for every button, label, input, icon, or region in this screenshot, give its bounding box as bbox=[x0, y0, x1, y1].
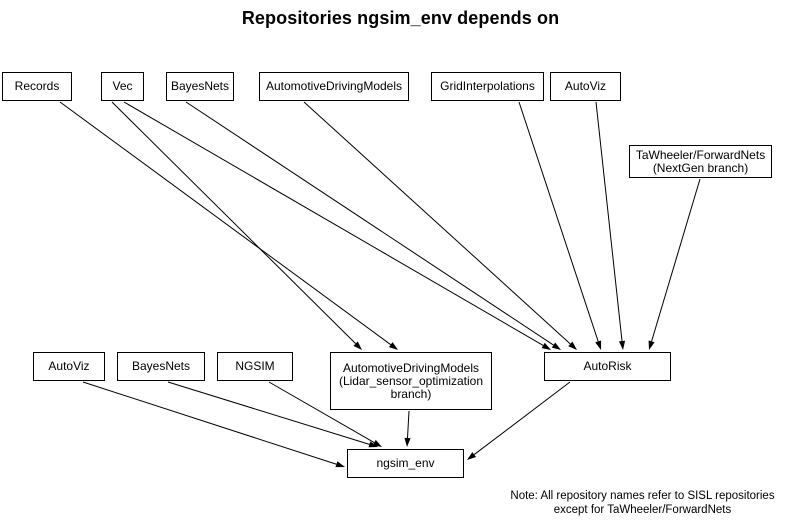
edge-ngsim-to-ngsim_env bbox=[268, 381, 382, 447]
edge-vec-to-adm_lidar bbox=[111, 101, 362, 350]
node-autorisk[interactable]: AutoRisk bbox=[544, 352, 671, 381]
edge-bayesnets_top-to-autorisk bbox=[185, 101, 561, 350]
edge-records-to-adm_lidar bbox=[59, 101, 398, 350]
node-autoviz_top[interactable]: AutoViz bbox=[550, 72, 621, 101]
node-bayesnets_mid[interactable]: BayesNets bbox=[117, 352, 205, 381]
edge-autorisk-to-ngsim_env bbox=[467, 381, 571, 460]
node-adm_lidar[interactable]: AutomotiveDrivingModels (Lidar_sensor_op… bbox=[330, 352, 492, 410]
edge-vec-to-autorisk bbox=[123, 101, 551, 350]
node-ngsim[interactable]: NGSIM bbox=[217, 352, 293, 381]
edge-autoviz_mid-to-ngsim_env bbox=[82, 381, 345, 468]
node-vec[interactable]: Vec bbox=[101, 72, 144, 101]
node-forwardnets[interactable]: TaWheeler/ForwardNets (NextGen branch) bbox=[629, 145, 772, 178]
node-adm_top[interactable]: AutomotiveDrivingModels bbox=[259, 72, 409, 101]
edge-autoviz_top-to-autorisk bbox=[595, 101, 626, 350]
footnote: Note: All repository names refer to SISL… bbox=[510, 490, 775, 516]
node-autoviz_mid[interactable]: AutoViz bbox=[33, 352, 105, 381]
edge-gridinterp-to-autorisk bbox=[518, 101, 602, 350]
node-records[interactable]: Records bbox=[2, 72, 72, 101]
node-gridinterp[interactable]: GridInterpolations bbox=[431, 72, 544, 101]
edge-adm_lidar-to-ngsim_env bbox=[404, 410, 411, 447]
page-title: Repositories ngsim_env depends on bbox=[241, 8, 560, 28]
edge-adm_top-to-autorisk bbox=[303, 101, 577, 350]
node-bayesnets_top[interactable]: BayesNets bbox=[166, 72, 234, 101]
node-ngsim_env[interactable]: ngsim_env bbox=[347, 449, 464, 478]
edge-forwardnets-to-autorisk bbox=[648, 178, 701, 350]
